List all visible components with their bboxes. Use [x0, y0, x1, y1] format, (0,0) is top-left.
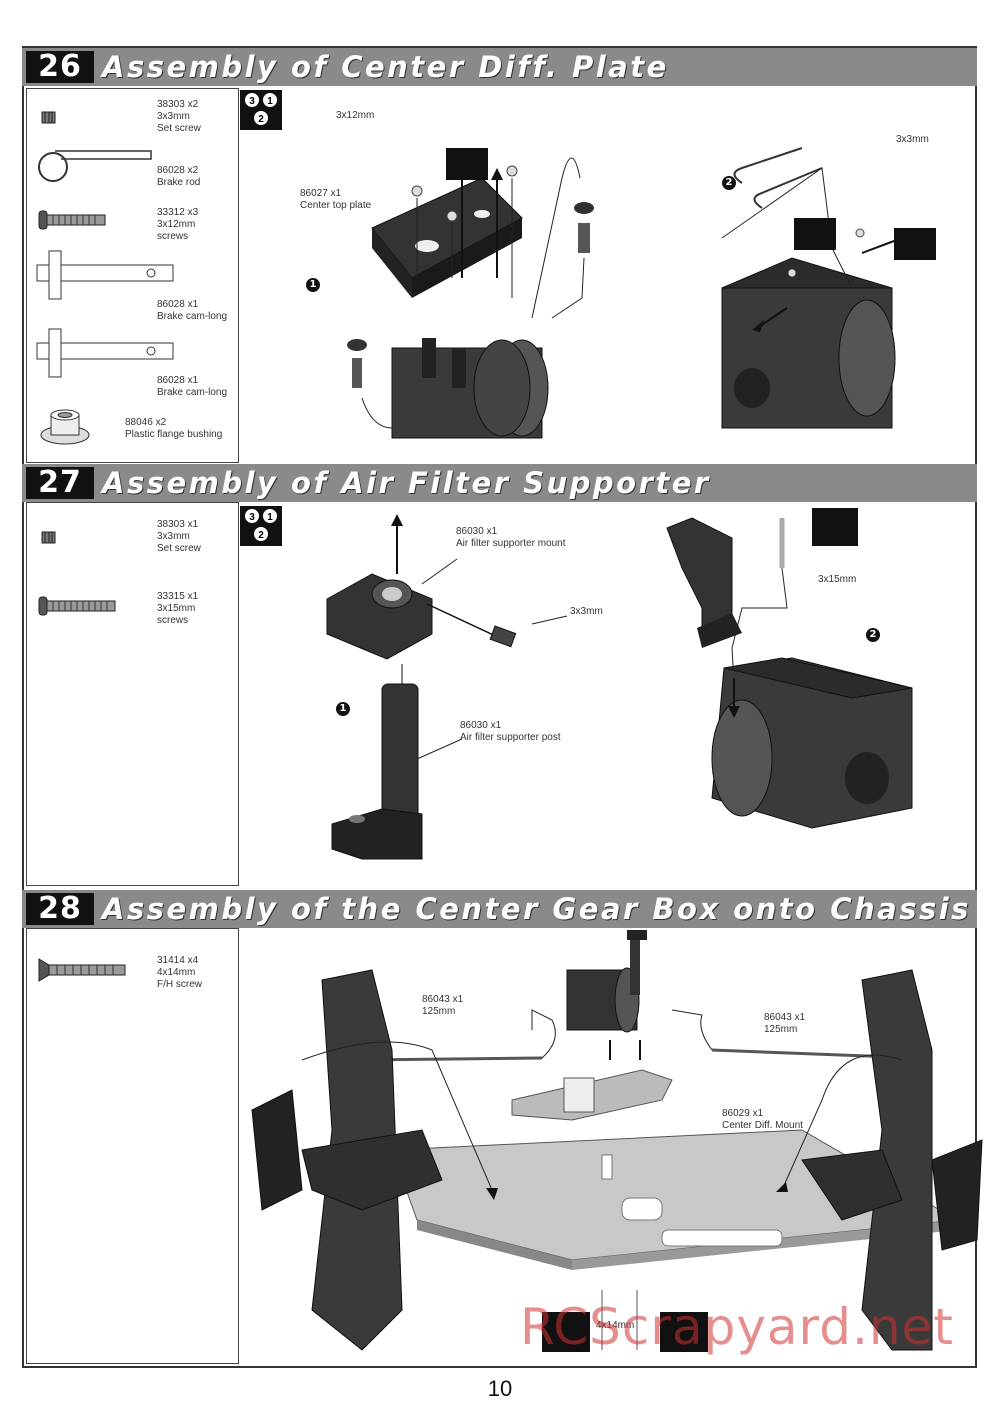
svg-text:3: 3 [249, 96, 255, 107]
flat-head-screw-icon [38, 958, 126, 982]
brake-cam-icon [36, 250, 174, 300]
section-header: 28 Assembly of the Center Gear Box onto … [22, 890, 977, 928]
center-diff-plate-diagram [347, 148, 594, 439]
screw-size-label: 3x12mm [336, 110, 375, 121]
section-title: Assembly of Center Diff. Plate [102, 50, 669, 84]
section-title: Assembly of Air Filter Supporter [102, 466, 711, 500]
section-header: 26 Assembly of Center Diff. Plate [22, 48, 977, 86]
svg-text:1: 1 [267, 96, 273, 107]
brake-rod-install-diagram [721, 147, 936, 429]
page-number: 10 [487, 1376, 513, 1401]
brake-rod-icon [38, 150, 152, 182]
section-number: 26 [26, 51, 94, 83]
section-title: Assembly of the Center Gear Box onto Cha… [102, 892, 971, 926]
section-number: 28 [26, 893, 94, 925]
svg-text:1: 1 [267, 512, 273, 523]
step-marker: 1 [306, 278, 320, 292]
section-number: 27 [26, 467, 94, 499]
chassis-assembly-diagram [251, 930, 983, 1352]
section-26: 26 Assembly of Center Diff. Plate 38303 … [22, 48, 977, 463]
set-screw-icon [41, 531, 56, 544]
section-28: 28 Assembly of the Center Gear Box onto … [22, 890, 983, 1366]
setscrew-size-label: 3x3mm [570, 606, 603, 617]
svg-text:2: 2 [258, 530, 264, 541]
step-marker: 2 [722, 176, 736, 190]
screw-size-label: 3x3mm [896, 134, 929, 145]
step-marker: 1 [336, 702, 350, 716]
svg-text:3: 3 [249, 512, 255, 523]
screw-icon [38, 210, 106, 230]
svg-text:2: 2 [258, 114, 264, 125]
screw-icon [38, 596, 116, 616]
step-marker: 2 [866, 628, 880, 642]
set-screw-icon [41, 111, 56, 124]
brake-cam-icon [36, 328, 174, 378]
screw-size-label: 3x15mm [818, 574, 857, 585]
page-frame [22, 46, 977, 1368]
watermark: RCScrapyard.net [520, 1298, 954, 1356]
section-header: 27 Assembly of Air Filter Supporter [22, 464, 977, 502]
bottom-screw-size-label: 4x14mm [596, 1320, 635, 1331]
air-filter-supporter-diagram [326, 514, 568, 860]
flange-bushing-icon [40, 409, 90, 445]
section-27: 27 Assembly of Air Filter Supporter 3830… [22, 464, 977, 886]
supporter-install-diagram [666, 508, 913, 829]
